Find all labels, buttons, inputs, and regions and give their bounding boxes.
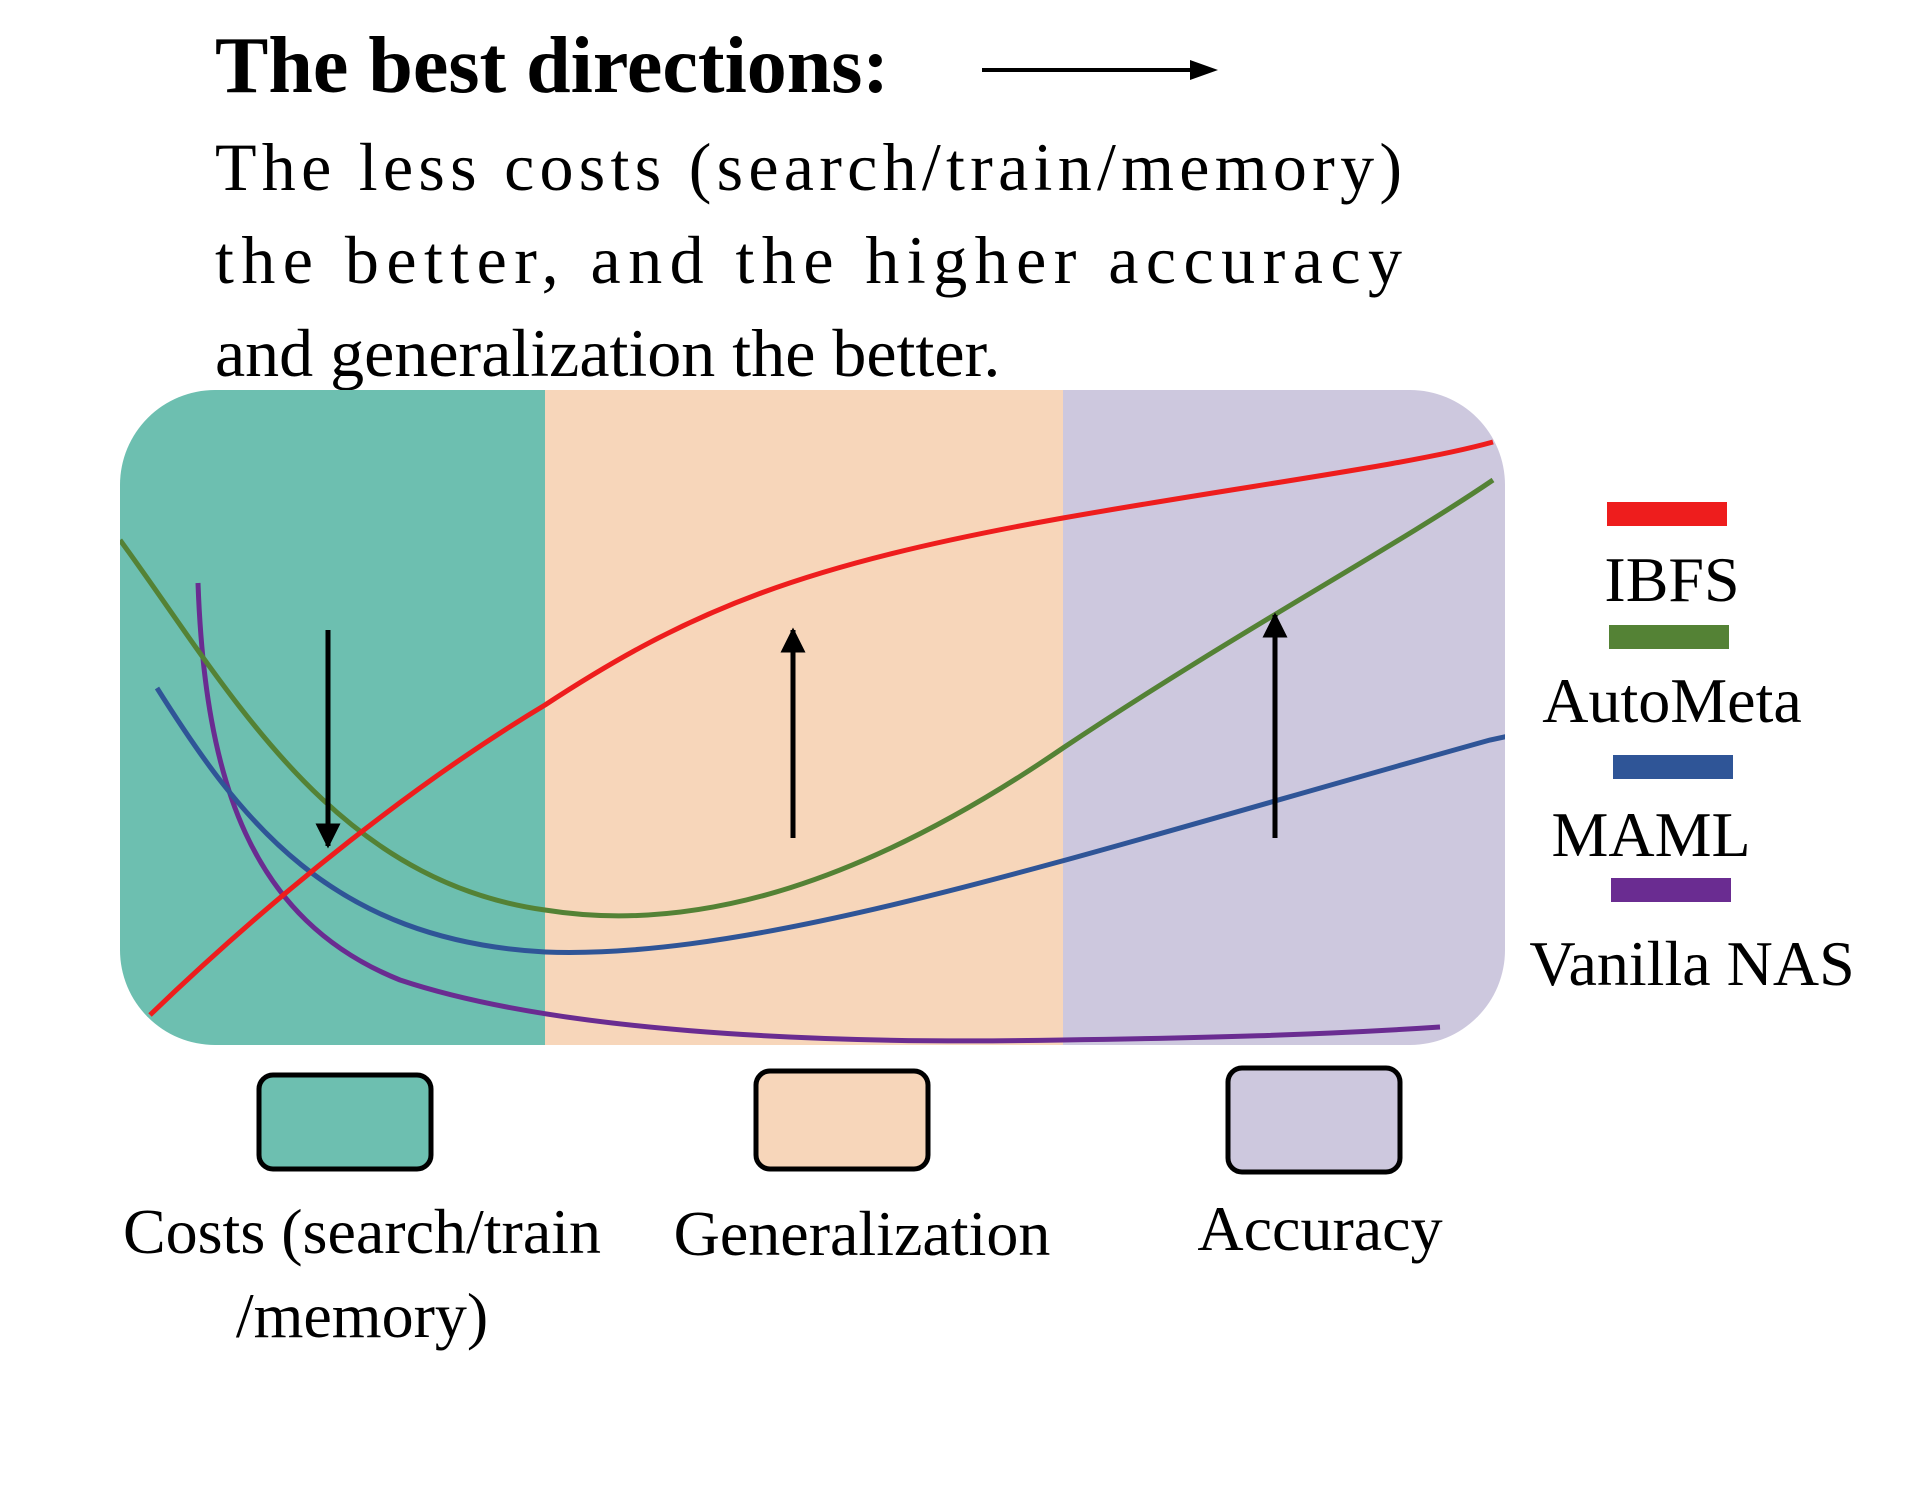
- description-line-3: and generalization the better.: [215, 315, 1000, 391]
- generalization-key-box: [753, 1068, 931, 1172]
- maml-curve: [154, 686, 1505, 955]
- legend-swatch-maml: [1613, 755, 1733, 779]
- legend-swatch-autometa: [1609, 625, 1729, 649]
- generalization-region: [545, 390, 1063, 1045]
- legend-swatch-vanilla-nas: [1611, 878, 1731, 902]
- generalization-key-label: Generalization: [674, 1198, 1051, 1269]
- legend-swatch-ibfs: [1607, 502, 1727, 526]
- costs-region: [120, 390, 545, 1045]
- legend-label-ibfs: IBFS: [1604, 544, 1739, 615]
- region-panel: [120, 390, 1505, 1045]
- costs-key-label-line-2: /memory): [236, 1280, 488, 1351]
- accuracy-key-box: [1225, 1065, 1403, 1175]
- right-arrow-icon: [982, 60, 1218, 80]
- costs-key-label-line-1: Costs (search/train: [123, 1196, 601, 1267]
- legend-label-autometa: AutoMeta: [1542, 665, 1802, 736]
- vanilla-nas-curve: [195, 582, 1441, 1044]
- legend-label-vanilla-nas: Vanilla NAS: [1529, 928, 1854, 999]
- accuracy-region: [1063, 390, 1505, 1045]
- accuracy-key-label: Accuracy: [1197, 1193, 1442, 1264]
- legend-label-maml: MAML: [1551, 799, 1750, 870]
- autometa-curve: [120, 477, 1495, 919]
- ibfs-curve: [148, 439, 1494, 1017]
- description-line-1: The less costs (search/train/memory): [215, 129, 1402, 205]
- legend: IBFS AutoMeta MAML Vanilla NAS: [1529, 502, 1855, 999]
- diagram-title: The best directions:: [215, 22, 889, 110]
- costs-key-box: [256, 1072, 434, 1172]
- description-line-2: the better, and the higher accuracy: [215, 222, 1402, 298]
